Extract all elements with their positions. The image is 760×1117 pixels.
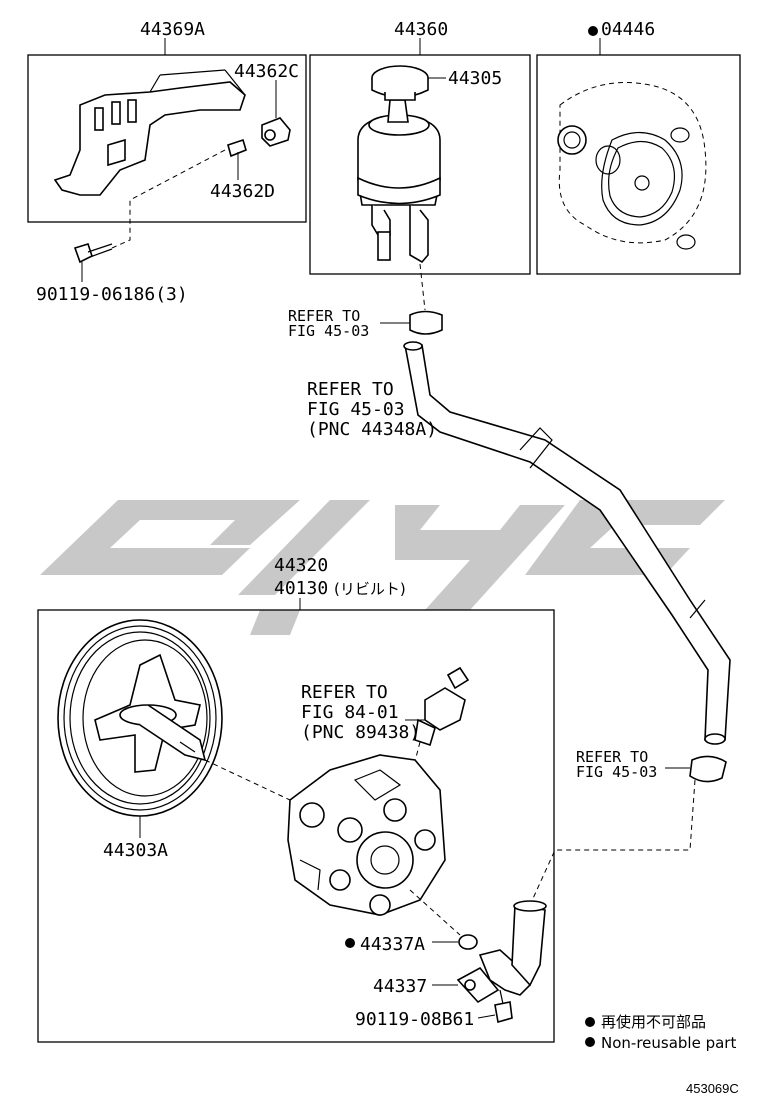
refer-clamp-top-line1: REFER TO <box>288 307 360 325</box>
label-reservoir: 44360 <box>394 19 448 40</box>
non-reusable-mark-gasket <box>588 26 598 36</box>
refer-hose-line2: FIG 45-03 <box>307 399 405 420</box>
collar-part <box>227 138 247 158</box>
reservoir-part <box>357 99 441 264</box>
non-reusable-mark-oring <box>345 938 355 948</box>
return-hose <box>403 341 731 745</box>
legend-jp: 再使用不可部品 <box>601 1013 706 1031</box>
refer-switch-line1: REFER TO <box>301 682 388 703</box>
bracket-group-box <box>27 54 307 223</box>
pump-body-part <box>287 754 446 916</box>
legend-en: Non-reusable part <box>601 1034 736 1052</box>
legend-bullet-en <box>585 1037 595 1047</box>
label-oring: 44337A <box>360 934 425 955</box>
figure-code: 453069C <box>686 1081 739 1096</box>
refer-clamp-top-line2: FIG 45-03 <box>288 322 369 340</box>
gasket-kit-part <box>557 82 707 250</box>
label-pulley: 44303A <box>103 840 168 861</box>
label-pump-assy: 44320 <box>274 555 328 576</box>
pulley-part <box>57 619 223 817</box>
gasket-kit-box <box>536 54 741 275</box>
pressure-switch-part <box>414 666 470 747</box>
label-bolt-union: 90119-08B61 <box>355 1009 474 1030</box>
cap-part <box>371 65 429 101</box>
bolt-part-bottom <box>494 989 513 1024</box>
clamp-bottom <box>689 755 727 783</box>
label-bracket: 44369A <box>140 19 205 40</box>
label-collar: 44362D <box>210 181 275 202</box>
refer-clamp-bottom-line2: FIG 45-03 <box>576 763 657 781</box>
refer-clamp-bottom-line1: REFER TO <box>576 748 648 766</box>
label-cushion: 44362C <box>234 61 299 82</box>
label-union: 44337 <box>373 976 427 997</box>
clamp-top <box>409 310 443 335</box>
label-pump-reman: 40130 <box>274 578 328 599</box>
refer-hose-line1: REFER TO <box>307 379 394 400</box>
label-pump-reman-note: (リビルト) <box>334 580 406 598</box>
label-cap: 44305 <box>448 68 502 89</box>
oring-part <box>458 934 478 950</box>
refer-hose-line3: (PNC 44348A) <box>307 419 437 440</box>
union-part <box>456 900 547 1004</box>
bracket-part <box>53 69 246 196</box>
label-bolt-bracket: 90119-06186(3) <box>36 284 188 305</box>
label-gasket-kit: 04446 <box>601 19 655 40</box>
cushion-part <box>261 117 291 147</box>
pump-group-box <box>37 609 555 1043</box>
legend-bullet-jp <box>585 1017 595 1027</box>
bolt-part-top <box>73 243 113 264</box>
refer-switch-line2: FIG 84-01 <box>301 702 399 723</box>
watermark-logo <box>40 500 725 635</box>
refer-switch-line3: (PNC 89438) <box>301 722 420 743</box>
